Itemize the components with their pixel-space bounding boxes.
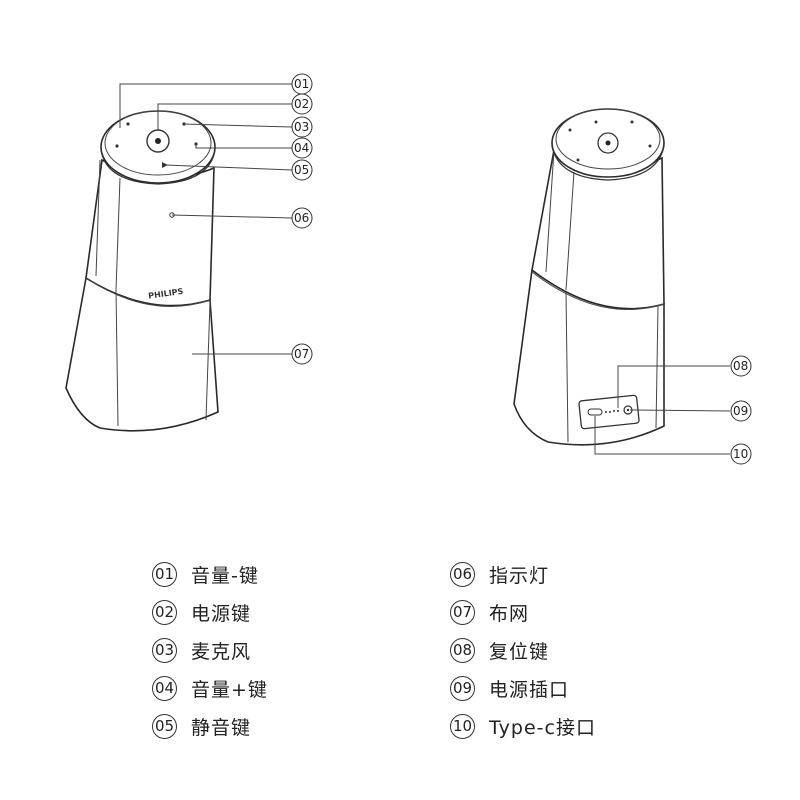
- legend-label: 音量-键: [191, 564, 259, 587]
- legend-item: 09 电源插口: [450, 669, 596, 707]
- legend-number: 02: [152, 599, 177, 625]
- callout-10: 10: [730, 443, 752, 465]
- legend-number: 05: [152, 713, 177, 739]
- svg-text:02: 02: [294, 97, 309, 111]
- svg-text:03: 03: [294, 120, 309, 134]
- legend-item: 10 Type-c接口: [450, 707, 596, 745]
- svg-text:08: 08: [733, 359, 748, 373]
- callout-08: 08: [730, 355, 752, 377]
- legend-label: 电源键: [191, 602, 252, 625]
- callout-02: 02: [291, 93, 313, 115]
- legend-column-left: 01 音量-键 02 电源键 03 麦克风 04 音量+键 05 静音键: [152, 555, 268, 745]
- legend-label: 麦克风: [191, 640, 252, 663]
- svg-text:05: 05: [294, 163, 309, 177]
- legend-label: 音量+键: [191, 678, 268, 701]
- speaker-front-view: PHILIPS: [65, 83, 293, 432]
- legend-item: 03 麦克风: [152, 631, 268, 669]
- legend-number: 03: [152, 637, 177, 663]
- legend-number: 09: [450, 675, 475, 701]
- legend-item: 01 音量-键: [152, 555, 268, 593]
- legend-number: 07: [450, 599, 475, 625]
- legend-label: 布网: [489, 602, 530, 625]
- svg-text:04: 04: [294, 141, 309, 155]
- speaker-back-view: [513, 108, 731, 455]
- legend-number: 06: [450, 561, 475, 587]
- svg-text:07: 07: [294, 347, 309, 361]
- callout-09: 09: [730, 400, 752, 422]
- callout-04: 04: [291, 137, 313, 159]
- legend-item: 05 静音键: [152, 707, 268, 745]
- svg-text:01: 01: [294, 77, 309, 91]
- svg-text:10: 10: [733, 447, 748, 461]
- legend-label: 电源插口: [489, 678, 570, 701]
- svg-text:06: 06: [294, 211, 309, 225]
- legend-label: 复位键: [489, 640, 550, 663]
- legend-column-right: 06 指示灯 07 布网 08 复位键 09 电源插口 10 Type-c接口: [450, 555, 596, 745]
- legend-label: 指示灯: [489, 564, 550, 587]
- legend-item: 07 布网: [450, 593, 596, 631]
- svg-text:09: 09: [733, 404, 748, 418]
- callout-06: 06: [291, 207, 313, 229]
- callout-05: 05: [291, 159, 313, 181]
- legend-label: Type-c接口: [489, 716, 596, 739]
- product-diagram: PHILIPS 01 02 03 04 05 06 07: [65, 73, 752, 465]
- callout-07: 07: [291, 343, 313, 365]
- legend-item: 08 复位键: [450, 631, 596, 669]
- legend-item: 04 音量+键: [152, 669, 268, 707]
- legend-item: 06 指示灯: [450, 555, 596, 593]
- legend-item: 02 电源键: [152, 593, 268, 631]
- legend-number: 08: [450, 637, 475, 663]
- callout-03: 03: [291, 116, 313, 138]
- legend-label: 静音键: [191, 716, 252, 739]
- legend-number: 01: [152, 561, 177, 587]
- legend-number: 10: [450, 713, 475, 739]
- legend-number: 04: [152, 675, 177, 701]
- type-c-port-graphic: [587, 408, 603, 416]
- legend: 01 音量-键 02 电源键 03 麦克风 04 音量+键 05 静音键 06 …: [0, 555, 800, 755]
- callout-01: 01: [291, 73, 313, 95]
